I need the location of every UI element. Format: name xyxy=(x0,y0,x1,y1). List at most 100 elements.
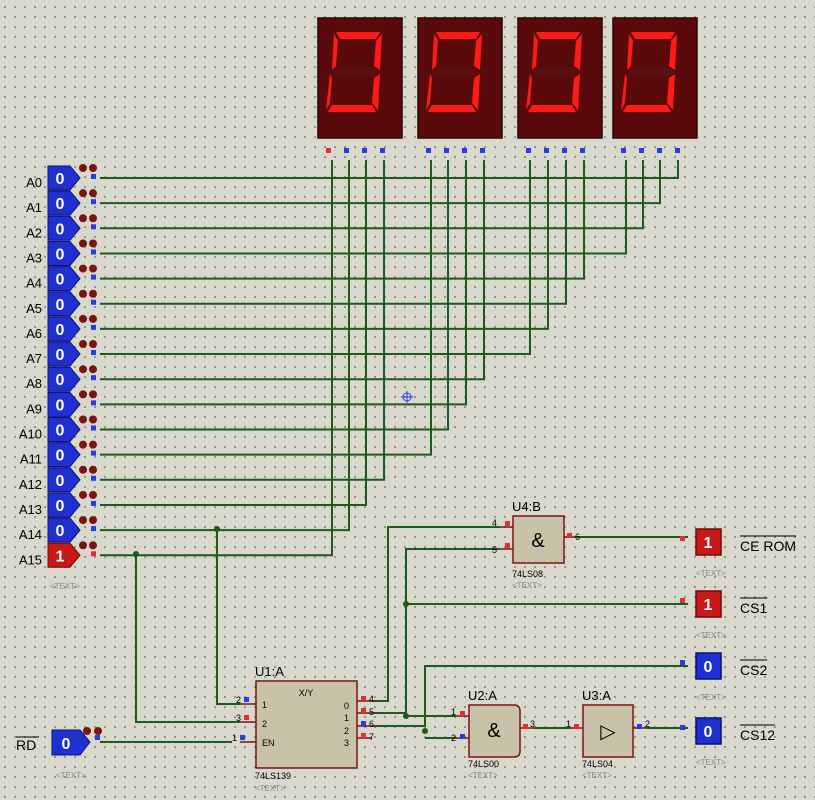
u4b-body[interactable] xyxy=(512,515,565,564)
state-box[interactable] xyxy=(47,266,81,292)
state-value: 0 xyxy=(56,322,65,339)
logic-state-a8[interactable]: 0A8 xyxy=(26,365,97,392)
u1a-pin-num-1: 2 xyxy=(236,695,241,705)
u1a-out-name-2: 2 xyxy=(344,726,349,736)
u1a-pin-num-3: 1 xyxy=(232,733,237,743)
probe-value: 1 xyxy=(704,535,713,552)
state-box[interactable] xyxy=(47,215,81,241)
state-box[interactable] xyxy=(47,165,81,191)
state-label: A9 xyxy=(26,401,42,416)
segment-c xyxy=(472,74,480,110)
u3a-pin-in: 1 xyxy=(566,719,571,729)
u1a-out-name-0: 0 xyxy=(344,701,349,711)
state-box[interactable] xyxy=(47,391,81,417)
logic-state-a6[interactable]: 0A6 xyxy=(26,314,97,342)
logic-state-a9[interactable]: 0 A9 xyxy=(26,390,97,417)
logic-state-a7[interactable]: 0A7 xyxy=(26,340,97,367)
rd-value: 0 xyxy=(62,736,71,753)
u1a-body[interactable] xyxy=(255,680,358,769)
chip-u2a[interactable]: & U2:A 74LS00 <TEXT> 1 2 3 xyxy=(451,688,535,780)
state-value: 0 xyxy=(56,196,65,213)
state-value: 0 xyxy=(56,347,65,364)
u3a-symbol: ▷ xyxy=(600,721,616,743)
u1a-out-name-1: 1 xyxy=(344,713,349,723)
chip-u3a[interactable]: ▷ U3:A 74LS04 <TEXT> 1 2 xyxy=(566,688,650,780)
logic-state-a5[interactable]: 0A5 xyxy=(26,289,97,317)
segment-a xyxy=(536,32,580,39)
state-box[interactable] xyxy=(47,190,81,216)
state-box[interactable] xyxy=(47,542,81,568)
logic-state-a1[interactable]: 0A1 xyxy=(26,189,97,216)
logic-state-a0[interactable]: 0A0 xyxy=(26,164,97,191)
u4b-pin-in1: 4 xyxy=(492,518,497,528)
seven-seg-display-4 xyxy=(612,17,698,153)
u4b-pin-out: 6 xyxy=(575,532,580,542)
u4b-name: U4:B xyxy=(512,499,541,514)
u2a-name: U2:A xyxy=(468,688,497,703)
logic-state-a2[interactable]: 0A2 xyxy=(26,214,97,241)
segment-e xyxy=(326,74,332,110)
rd-state-box[interactable] xyxy=(51,729,91,756)
u2a-symbol: & xyxy=(487,720,501,742)
u4b-symbol: & xyxy=(531,530,545,552)
state-label: A3 xyxy=(26,250,42,265)
state-box[interactable] xyxy=(47,316,81,342)
probe-label: CE ROM xyxy=(740,538,796,554)
u4b-text-tag: <TEXT> xyxy=(512,581,542,590)
probe-label: CS12 xyxy=(740,727,775,743)
probe-value: 1 xyxy=(704,597,713,614)
state-value: 0 xyxy=(56,523,65,540)
segment-f xyxy=(532,34,538,70)
state-value: 0 xyxy=(56,473,65,490)
state-label: A10 xyxy=(19,427,42,442)
state-value: 0 xyxy=(56,372,65,389)
u1a-out-name-3: 3 xyxy=(344,738,349,748)
state-value: 0 xyxy=(56,272,65,289)
segment-d xyxy=(528,105,576,112)
u1a-pin-name-1: 1 xyxy=(262,700,267,710)
segment-c xyxy=(667,74,675,110)
logic-state-a4[interactable]: 0A4 xyxy=(26,264,97,292)
u2a-pin-in2: 2 xyxy=(451,733,456,743)
state-box[interactable] xyxy=(47,291,81,317)
state-box[interactable] xyxy=(47,442,81,468)
state-box[interactable] xyxy=(47,240,81,266)
u3a-type: 74LS04 xyxy=(582,759,613,769)
segment-d xyxy=(328,105,376,112)
chip-u4b[interactable]: & U4:B 74LS08 <TEXT> 4 5 6 xyxy=(492,499,580,590)
state-label: A11 xyxy=(20,452,42,467)
segment-f xyxy=(432,34,438,70)
state-value: 0 xyxy=(56,397,65,414)
segment-g xyxy=(534,68,580,76)
state-box[interactable] xyxy=(47,517,81,543)
u1a-text-tag: <TEXT> xyxy=(255,784,285,793)
state-box[interactable] xyxy=(47,492,81,518)
state-box[interactable] xyxy=(47,417,81,442)
probe-value: 0 xyxy=(704,659,713,676)
state-label: A2 xyxy=(26,225,42,240)
u2a-body[interactable] xyxy=(468,704,521,758)
rd-input[interactable]: 0 RD <TEXT> xyxy=(16,727,102,780)
state-box[interactable] xyxy=(47,467,81,493)
state-box[interactable] xyxy=(47,366,81,392)
state-box[interactable] xyxy=(47,341,81,367)
chip-u1a[interactable]: X/Y U1:A 74LS139 <TEXT> 2 3 1 1 2 EN 0 1… xyxy=(232,664,374,793)
u4b-type: 74LS08 xyxy=(512,569,543,579)
logic-state-a14[interactable]: 0 A14 xyxy=(19,516,97,543)
seven-seg-display-1 xyxy=(317,17,403,153)
u3a-body[interactable] xyxy=(582,704,634,758)
u2a-type: 74LS00 xyxy=(468,759,499,769)
state-label: A14 xyxy=(19,527,42,542)
logic-state-a3[interactable]: 0A3 xyxy=(26,239,97,266)
probe-text-tag: <TEXT> xyxy=(696,631,726,640)
segment-b xyxy=(574,34,582,70)
segment-g xyxy=(629,68,675,76)
